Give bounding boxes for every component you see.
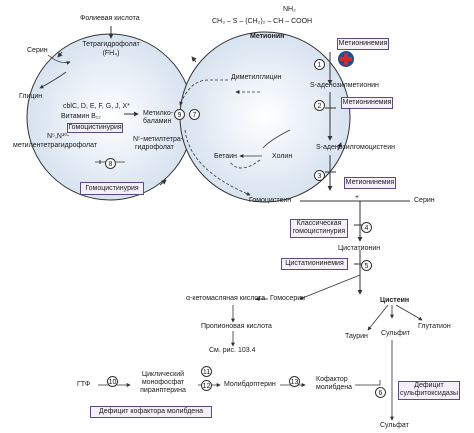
methylene-thf-label-1: N⁵,N¹⁰- — [47, 133, 70, 140]
gtp-label: ГТФ — [77, 381, 91, 388]
enzyme-number-9: 9 — [174, 109, 185, 120]
homocystinuria-box-1: Гомоцистинурия — [67, 123, 123, 133]
serine-label: Серин — [27, 47, 48, 54]
methylcobalamin-label-2: баламин — [143, 118, 172, 125]
sulfite-oxidase-box: Дефицит сульфитоксидазы — [398, 381, 460, 400]
homocysteine-label: Гомоцистеин — [249, 197, 292, 204]
cpm-label-1: Циклический — [141, 371, 185, 378]
enzyme-number-10: 10 — [107, 376, 118, 387]
molybdopterin-label: Молибдоптерин — [224, 381, 276, 388]
methyl-thf-label-2: гидрофолат — [135, 144, 174, 151]
enzyme-number-3: 3 — [314, 170, 325, 181]
cystathionine-label: Цистатионин — [338, 245, 381, 252]
serine-right-label: Серин — [414, 197, 435, 204]
drug-icon — [337, 50, 355, 68]
glycine-label: Глицин — [19, 93, 43, 100]
see-fig-label: См. рис. 103.4 — [209, 347, 256, 354]
enzyme-number-11: 11 — [201, 366, 212, 377]
enzyme-number-8: 8 — [105, 158, 116, 169]
sam-label: S-аденозилметионин — [310, 82, 379, 89]
cofactor-label-2: молибдена — [316, 384, 352, 391]
glutathione-label: Глутатион — [418, 323, 451, 330]
enzyme-number-2: 2 — [314, 100, 325, 111]
methionine-label: Метионин — [250, 33, 285, 40]
enzyme-number-6: 6 — [375, 387, 386, 398]
cofactor-label-1: Кофактор — [316, 376, 348, 383]
betaine-label: Бетаин — [214, 153, 238, 160]
classic-hc-line-1: Классическая — [296, 220, 342, 227]
methylene-thf-label-2: метилентетрагидрофолат — [13, 142, 98, 149]
enzyme-number-7: 7 — [189, 109, 200, 120]
methylcobalamin-label-1: Метилко- — [143, 110, 174, 117]
classic-homocystinuria-box: Классическая гомоцистинурия — [290, 219, 348, 238]
folic-acid-label: Фолиевая кислота — [80, 15, 140, 22]
moco-deficit-box: Дефицит кофактора молибдена — [90, 406, 212, 418]
sulfate-label: Сульфат — [380, 422, 409, 429]
methyl-thf-label-1: N⁵-метилтетра- — [133, 136, 184, 143]
cystathioninemia-box: Цистатионинемия — [281, 258, 348, 270]
enzyme-number-1: 1 — [314, 59, 325, 70]
classic-hc-line-2: гомоцистинурия — [292, 228, 346, 235]
nh2-label: NH₂ — [283, 6, 296, 13]
methioninemia-box-3: Метионинемия — [344, 177, 396, 189]
vitamin-b12-label: Витамин B₁₂ — [61, 113, 101, 120]
dimethylglycine-label: Диметилглицин — [231, 74, 282, 81]
methioninemia-box-1: Метионинемия — [337, 38, 389, 50]
methioninemia-box-2: Метионинемия — [341, 97, 393, 109]
alpha-ketobutyrate-label: α-кетомасляная кислота — [186, 295, 266, 302]
choline-label: Холин — [272, 153, 293, 160]
cobalamin-genes-label: cblC, D, E, F, G, J, X* — [63, 103, 130, 110]
sulfite-label: Сульфит — [381, 330, 411, 337]
methionine-formula-label: CH₃ – S – (CH₂)₂ – CH – COOH — [212, 18, 313, 25]
enzyme-number-5: 5 — [361, 260, 372, 271]
enzyme-number-13: 13 — [289, 376, 300, 387]
thf-label: Тетрагидрофолат — [82, 41, 140, 48]
sulfite-ox-line-1: Дефицит — [414, 382, 444, 389]
homoserine-label: Гомосерин — [270, 295, 305, 302]
sah-label: S-аденозилгомоцистеин — [316, 144, 395, 151]
thf-abbr-label: (FH₄) — [102, 50, 120, 57]
taurine-label: Таурин — [345, 333, 368, 340]
homocystinuria-box-2: Гомоцистинурия — [80, 182, 144, 195]
enzyme-number-4: 4 — [361, 222, 372, 233]
sulfite-ox-line-2: сульфитоксидазы — [400, 390, 458, 397]
cysteine-label: Цистеин — [380, 297, 410, 304]
cpm-label-3: пиранптерина — [140, 387, 186, 394]
propionic-label: Пропионовая кислота — [201, 323, 272, 330]
enzyme-number-12: 12 — [201, 380, 212, 391]
cpm-label-2: монофосфат — [141, 379, 185, 386]
plus-sign: + — [355, 194, 360, 201]
